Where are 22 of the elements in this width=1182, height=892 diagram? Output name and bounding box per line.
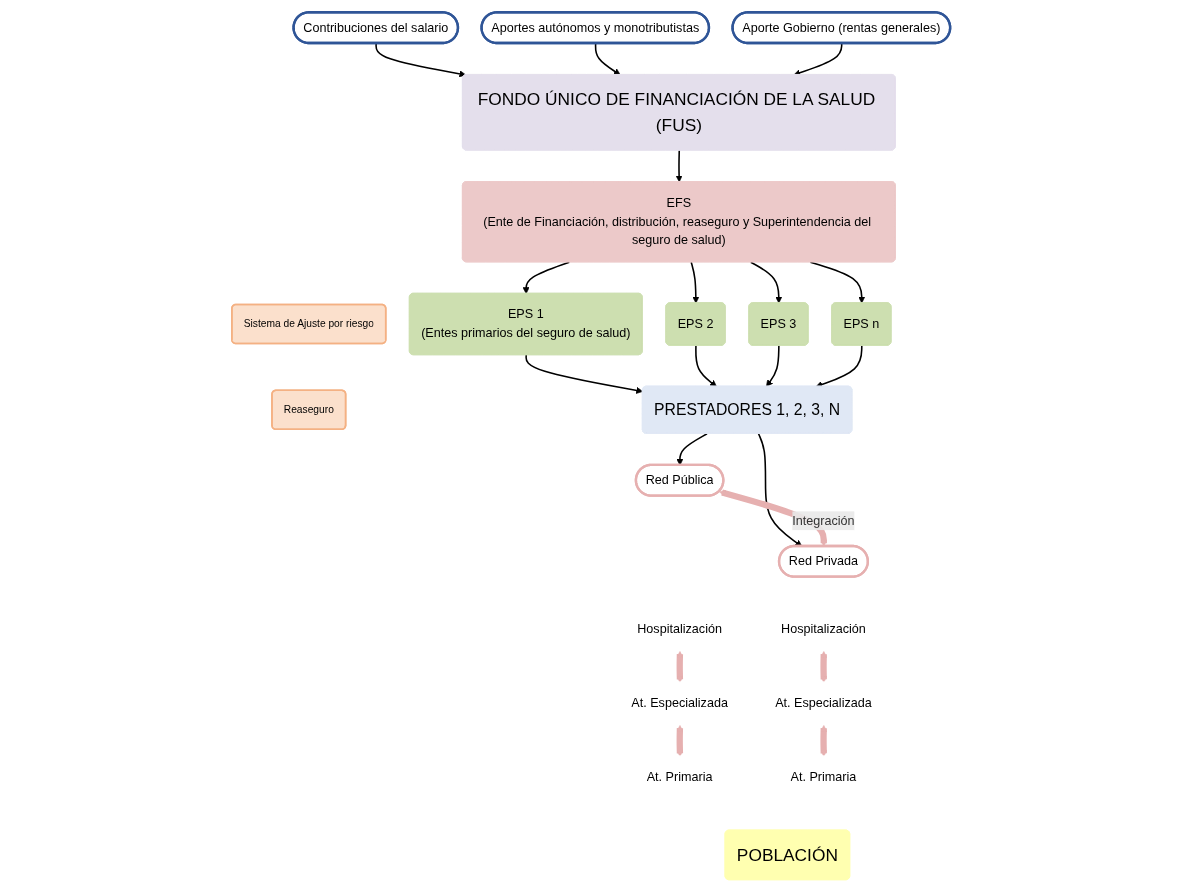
arrow (766, 344, 780, 387)
arrow (522, 261, 571, 294)
arrow (690, 261, 700, 304)
arrow (750, 261, 783, 304)
arrow (375, 42, 467, 78)
arrow (695, 344, 717, 387)
edge-label: Integración (792, 513, 855, 528)
node-text: Hospitalización (637, 622, 722, 636)
node-text: At. Primaria (646, 770, 713, 784)
arrow (525, 354, 643, 394)
arrow (676, 651, 684, 683)
node-text: At. Primaria (790, 770, 857, 784)
arrow (820, 651, 828, 683)
node-text: At. Especializada (631, 696, 728, 710)
node-text: At. Especializada (775, 696, 872, 710)
arrow (676, 725, 684, 757)
arrow (675, 149, 683, 183)
node-text: Hospitalización (781, 622, 866, 636)
arrow (815, 344, 863, 388)
arrow (594, 42, 621, 76)
arrow (820, 725, 828, 757)
arrow (809, 261, 866, 304)
